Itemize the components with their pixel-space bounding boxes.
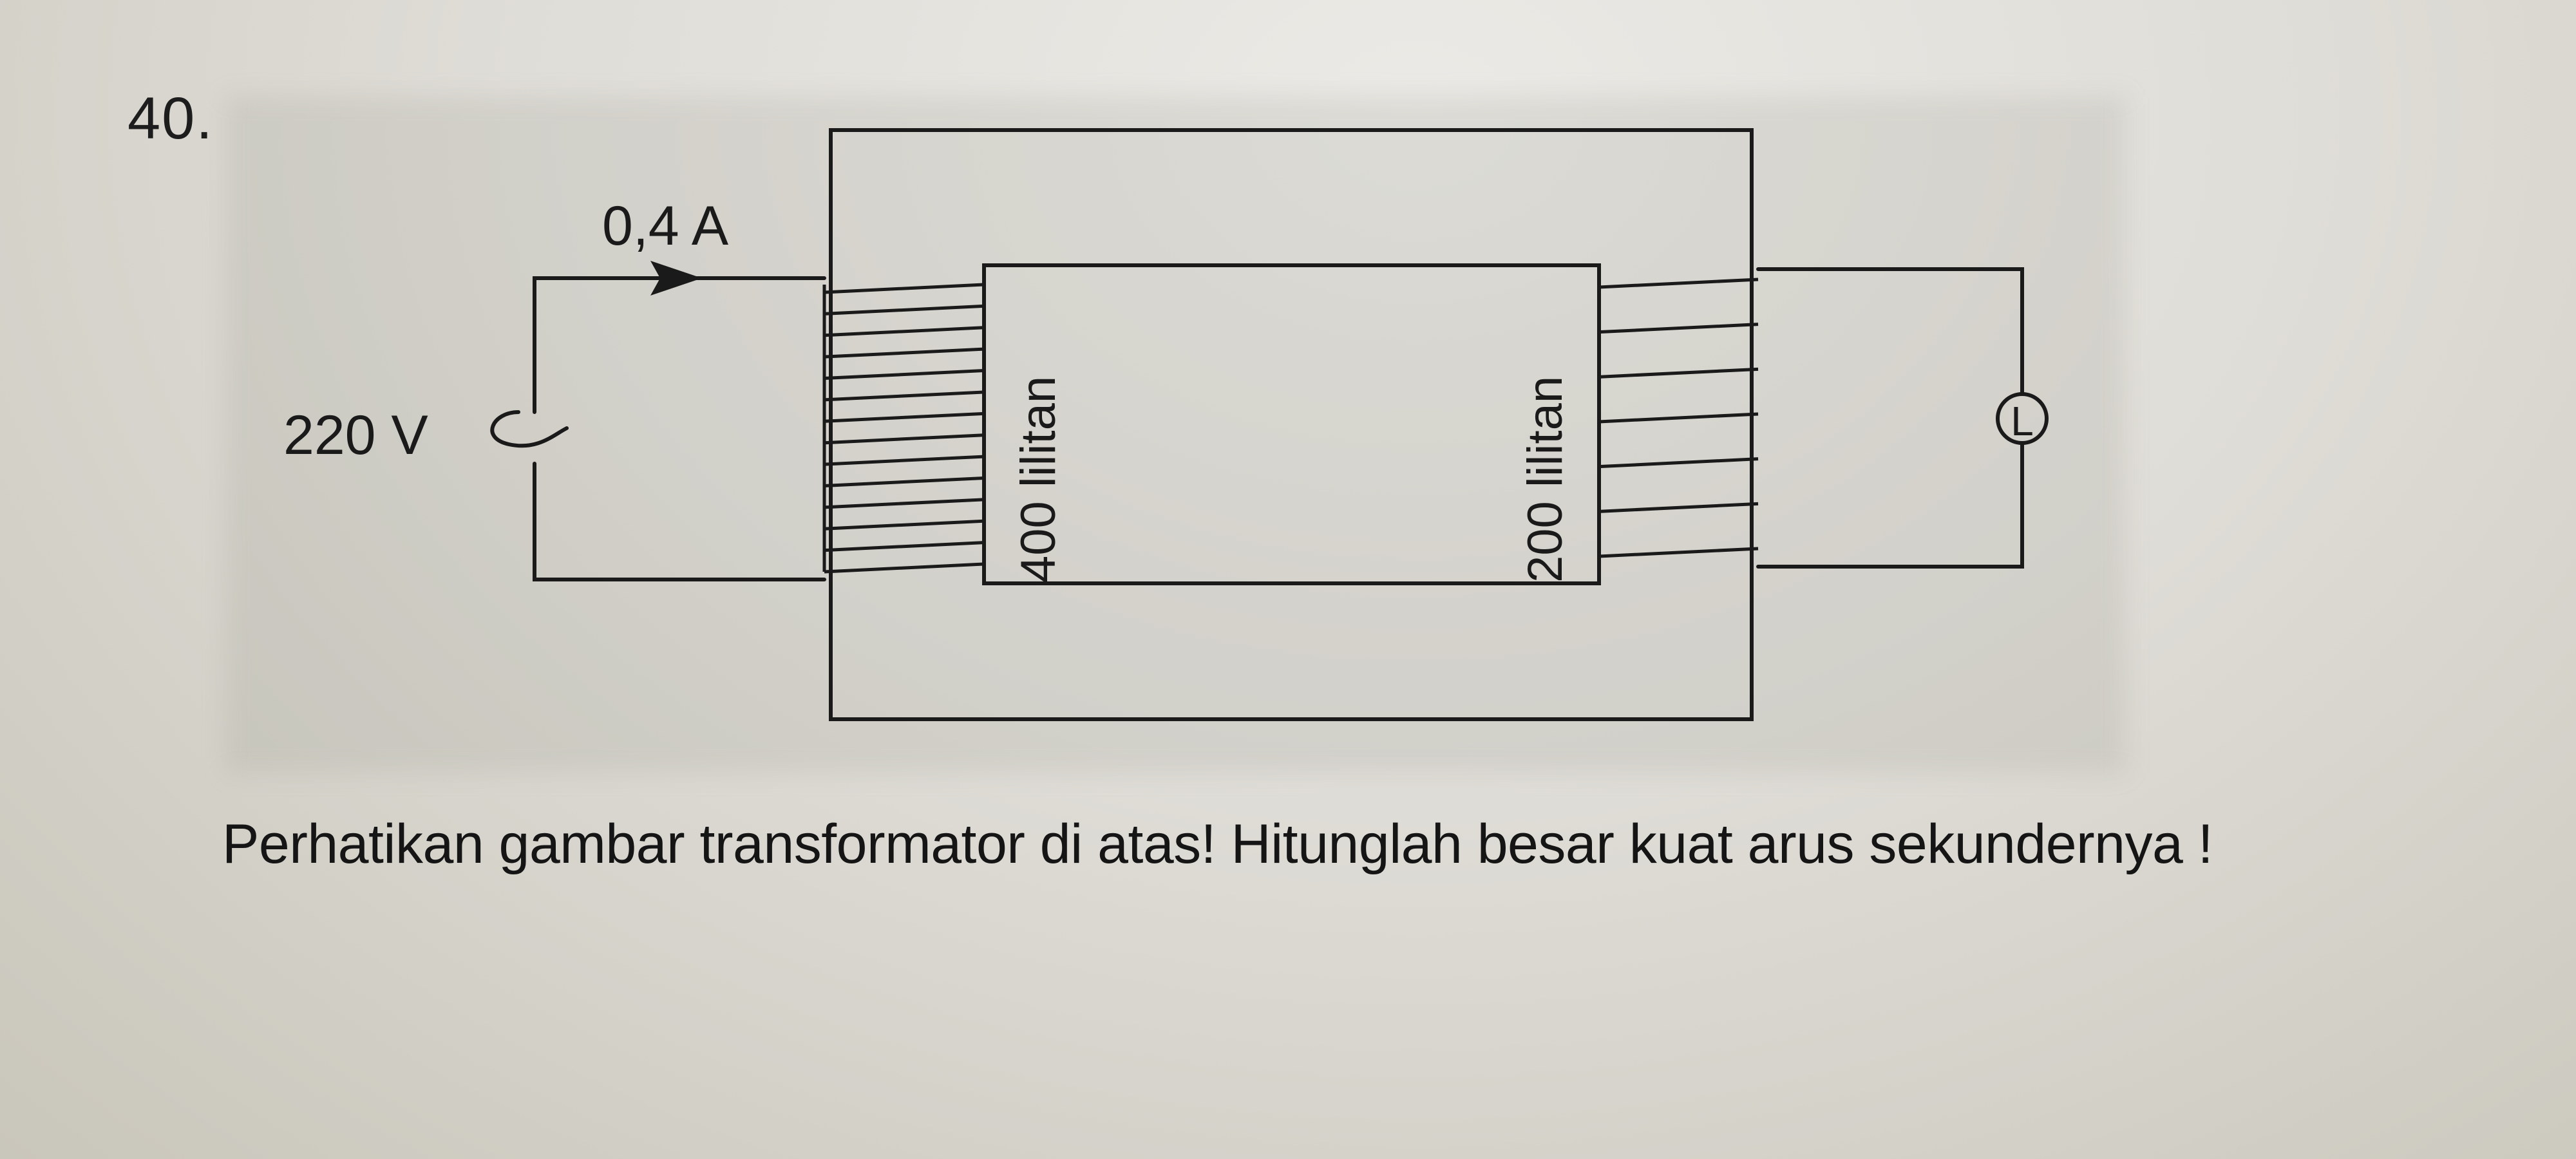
lamp-icon (1996, 392, 2049, 445)
primary-winding-turn (824, 562, 985, 574)
primary-winding-turn (824, 498, 985, 509)
primary-winding-turn (824, 411, 985, 423)
primary-winding-turn (824, 369, 985, 381)
primary-winding-turn (824, 541, 985, 552)
primary-winding-turn (824, 304, 985, 316)
secondary-winding-turn (1598, 323, 1759, 334)
primary-coil-label: 400 lilitan (1011, 376, 1066, 583)
primary-winding-turn (824, 519, 985, 531)
primary-winding-turn (824, 326, 985, 337)
secondary-winding-turn (1598, 278, 1759, 289)
primary-voltage-label: 220 V (283, 404, 428, 466)
secondary-winding-turn (1598, 457, 1759, 469)
secondary-winding-turn (1598, 367, 1759, 379)
question-number: 40. (128, 86, 214, 151)
question-text: Perhatikan gambar transformator di atas!… (222, 813, 2213, 875)
primary-winding-turn (824, 433, 985, 445)
transformer-core-window (982, 263, 1601, 585)
primary-winding-turn (824, 476, 985, 487)
ac-source-icon (490, 410, 569, 448)
primary-current-label: 0,4 A (602, 195, 729, 257)
secondary-winding-turn (1598, 412, 1759, 424)
diagram-shading (225, 97, 2125, 773)
secondary-winding-turn (1598, 547, 1759, 558)
current-arrow-icon (650, 261, 702, 296)
secondary-winding-turn (1598, 502, 1759, 513)
transformer-core-outer (829, 128, 1754, 721)
primary-wire-top (533, 276, 826, 414)
primary-winding-turn (824, 455, 985, 466)
secondary-coil (1597, 278, 1759, 558)
secondary-wire-top (1756, 267, 2024, 396)
primary-winding-turn (824, 390, 985, 402)
secondary-coil-label: 200 lilitan (1518, 376, 1573, 583)
primary-wire-bottom (533, 462, 826, 581)
primary-winding-turn (824, 347, 985, 359)
primary-winding-turn (824, 283, 985, 294)
lamp-label: L (2011, 398, 2034, 444)
primary-coil (822, 283, 985, 574)
secondary-wire-bottom (1756, 441, 2024, 569)
